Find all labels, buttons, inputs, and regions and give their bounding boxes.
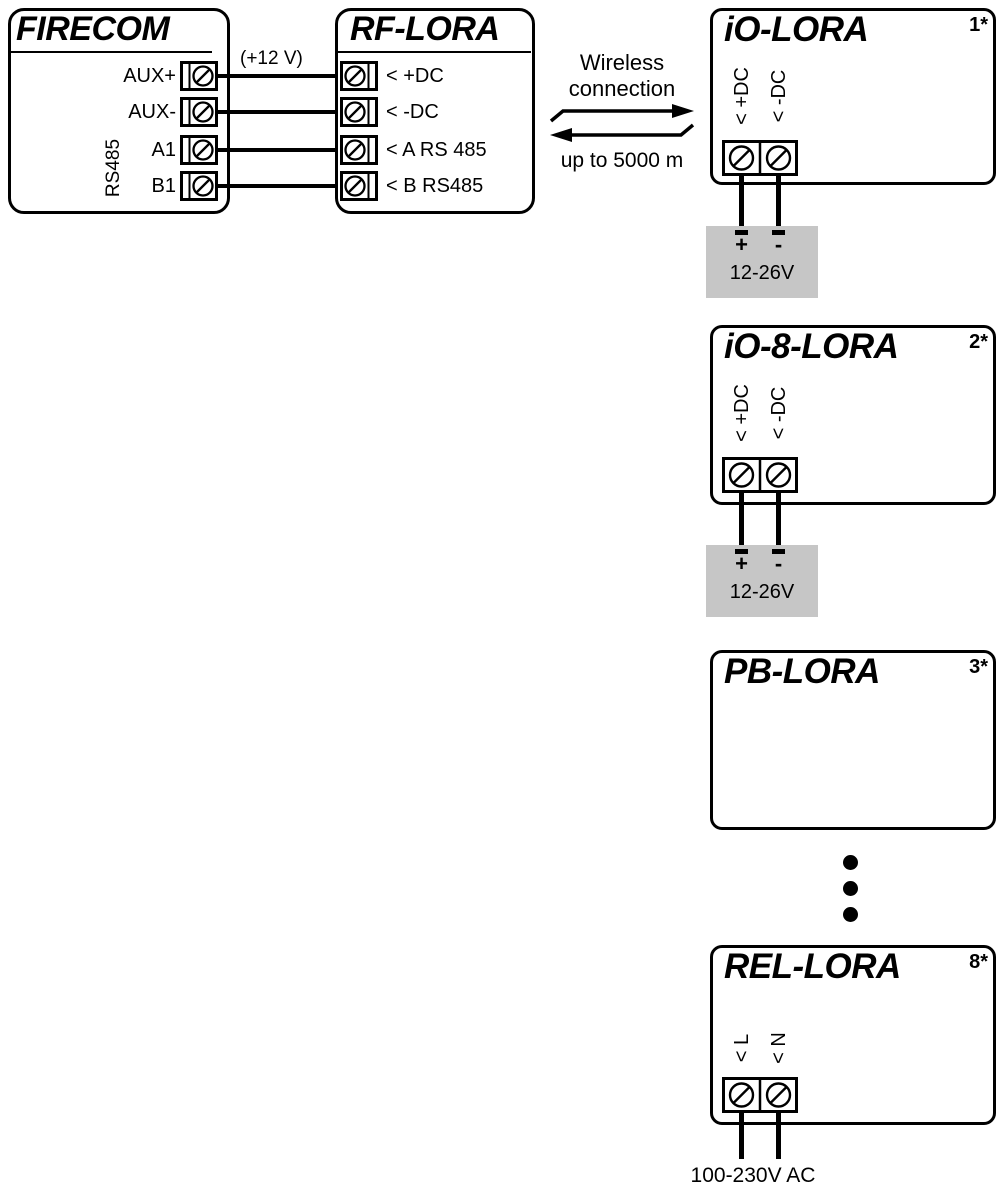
wire-cap [772,549,785,554]
screw-terminal-icon [340,135,378,165]
rel-lora-mains-label: 100-230V AC [690,1164,816,1187]
wire-minus [776,491,781,551]
rel-lora-terminal-label-l: < L [731,1033,753,1063]
wire-cap [735,230,748,235]
firecom-terminal-label-aux-plus: AUX+ [123,65,176,87]
screw-terminal-pair-icon [722,1077,798,1113]
ellipsis-dot [843,881,858,896]
power-plus-label: + [735,232,748,257]
rel-lora-index: 8* [969,951,988,973]
wireless-arrows-icon [549,104,695,142]
screw-terminal-icon [180,61,218,91]
rel-lora-box [710,945,996,1125]
power-minus-label: - [774,551,783,576]
screw-terminal-pair-icon [722,140,798,176]
io-8-lora-power-supply-box [706,545,818,617]
wire-rs485-a [215,148,342,152]
wire-plus [739,491,744,551]
screw-terminal-icon [340,61,378,91]
rf-lora-title-underline [338,51,531,53]
screw-terminal-pair-icon [722,457,798,493]
power-voltage-label: 12-26V [729,581,795,603]
io-8-lora-index: 2* [969,331,988,353]
rf-lora-terminal-label-dc-plus: < +DC [386,65,444,87]
wireless-range-label: up to 5000 m [560,149,684,172]
firecom-rs485-group-label: RS485 [103,138,124,198]
io-lora-power-supply-box [706,226,818,298]
firecom-terminal-label-b1: B1 [151,175,176,197]
io-lora-terminal-label-dc-plus: < +DC [731,67,753,125]
io-lora-title: iO-LORA [724,10,869,49]
io-8-lora-terminal-label-dc-plus: < +DC [731,384,753,442]
wireless-label-line2: connection [568,76,676,101]
firecom-title: FIRECOM [16,10,170,48]
io-lora-box [710,8,996,185]
power-plus-label: + [735,551,748,576]
power-voltage-label: 12-26V [729,262,795,284]
wire-cap [735,549,748,554]
wire-minus [776,174,781,234]
power-minus-label: - [774,232,783,257]
pb-lora-title: PB-LORA [724,652,880,691]
ellipsis-dot [843,855,858,870]
wireless-label-line1: Wireless [579,50,665,75]
wire-rs485-b [215,184,342,188]
rf-lora-terminal-label-rs485-a: < A RS 485 [386,139,487,161]
rel-lora-terminal-label-n: < N [768,1032,790,1064]
rel-lora-title: REL-LORA [724,947,901,986]
wire-cap [772,230,785,235]
firecom-terminal-label-a1: A1 [151,139,176,161]
pb-lora-box [710,650,996,830]
wire-12v-label: (+12 V) [240,48,303,69]
firecom-title-underline [11,51,212,53]
io-8-lora-box [710,325,996,505]
wire-n [776,1111,781,1159]
screw-terminal-icon [340,97,378,127]
wire-plus [739,174,744,234]
pb-lora-index: 3* [969,656,988,678]
wire-dc-minus [215,110,342,114]
io-8-lora-terminal-label-dc-minus: < -DC [768,386,790,440]
ellipsis-dot [843,907,858,922]
rf-lora-title: RF-LORA [350,10,500,48]
screw-terminal-icon [340,171,378,201]
io-lora-terminal-label-dc-minus: < -DC [768,69,790,123]
io-8-lora-title: iO-8-LORA [724,327,899,366]
wire-l [739,1111,744,1159]
screw-terminal-icon [180,171,218,201]
wire-12v [215,74,342,78]
screw-terminal-icon [180,135,218,165]
rf-lora-terminal-label-dc-minus: < -DC [386,101,439,123]
rf-lora-terminal-label-rs485-b: < B RS485 [386,175,484,197]
io-lora-index: 1* [969,14,988,36]
firecom-terminal-label-aux-minus: AUX- [128,101,176,123]
screw-terminal-icon [180,97,218,127]
